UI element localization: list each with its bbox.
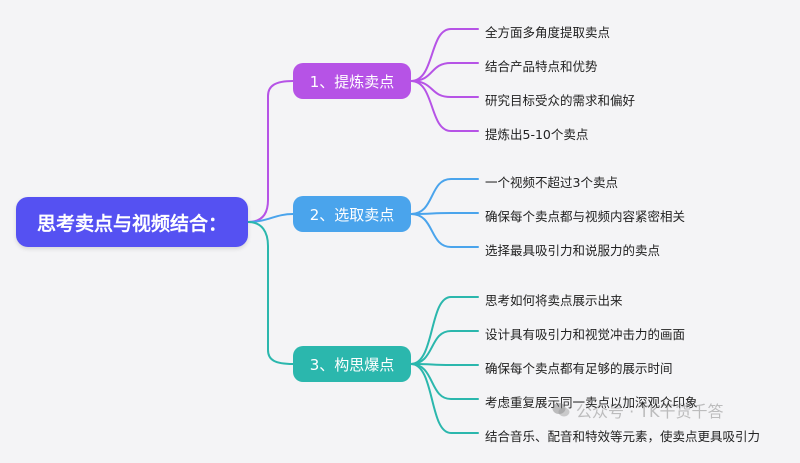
- branch-node-extract[interactable]: 1、提炼卖点: [293, 63, 411, 99]
- leaf-item: 一个视频不超过3个卖点: [485, 175, 618, 190]
- connector-branch3-leaf3: [410, 363, 479, 366]
- connector-branch3-leaf5: [410, 363, 479, 434]
- leaf-item: 结合音乐、配音和特效等元素，使卖点更具吸引力: [485, 429, 761, 444]
- connector-branch1-leaf4: [410, 80, 479, 132]
- connector-branch1-leaf1: [410, 28, 479, 82]
- leaf-item: 结合产品特点和优势: [485, 59, 598, 74]
- branch-node-select[interactable]: 2、选取卖点: [293, 196, 411, 232]
- connector-branch3-leaf2: [410, 330, 479, 365]
- branch-label: 1、提炼卖点: [309, 72, 395, 91]
- branch-node-idea[interactable]: 3、构思爆点: [293, 346, 411, 382]
- connector-branch2-leaf3: [410, 213, 479, 248]
- connector-branch1-leaf3: [410, 80, 479, 98]
- leaf-item: 全方面多角度提取卖点: [485, 25, 611, 40]
- root-label: 思考卖点与视频结合：: [36, 212, 227, 235]
- leaf-item: 考虑重复展示同一卖点以加深观众印象: [485, 395, 698, 410]
- leaf-item: 研究目标受众的需求和偏好: [485, 93, 636, 108]
- connector-branch2-leaf1: [410, 178, 479, 215]
- leaf-item: 选择最具吸引力和说服力的卖点: [485, 243, 661, 258]
- branch-label: 2、选取卖点: [309, 205, 395, 224]
- leaf-item: 确保每个卖点都与视频内容紧密相关: [485, 209, 686, 224]
- leaf-item: 提炼出5-10个卖点: [485, 127, 589, 142]
- connector-branch2-leaf2: [410, 212, 479, 215]
- connector-root-branch2: [247, 213, 294, 223]
- connector-branch1-leaf2: [410, 62, 479, 82]
- connector-root-branch3: [247, 221, 294, 365]
- connector-root-branch1: [247, 80, 294, 223]
- connector-branch3-leaf1: [410, 296, 479, 365]
- leaf-item: 确保每个卖点都有足够的展示时间: [485, 361, 673, 376]
- branch-label: 3、构思爆点: [309, 355, 395, 374]
- leaf-item: 设计具有吸引力和视觉冲击力的画面: [485, 327, 686, 342]
- leaf-item: 思考如何将卖点展示出来: [485, 293, 623, 308]
- root-node[interactable]: 思考卖点与视频结合：: [16, 197, 248, 247]
